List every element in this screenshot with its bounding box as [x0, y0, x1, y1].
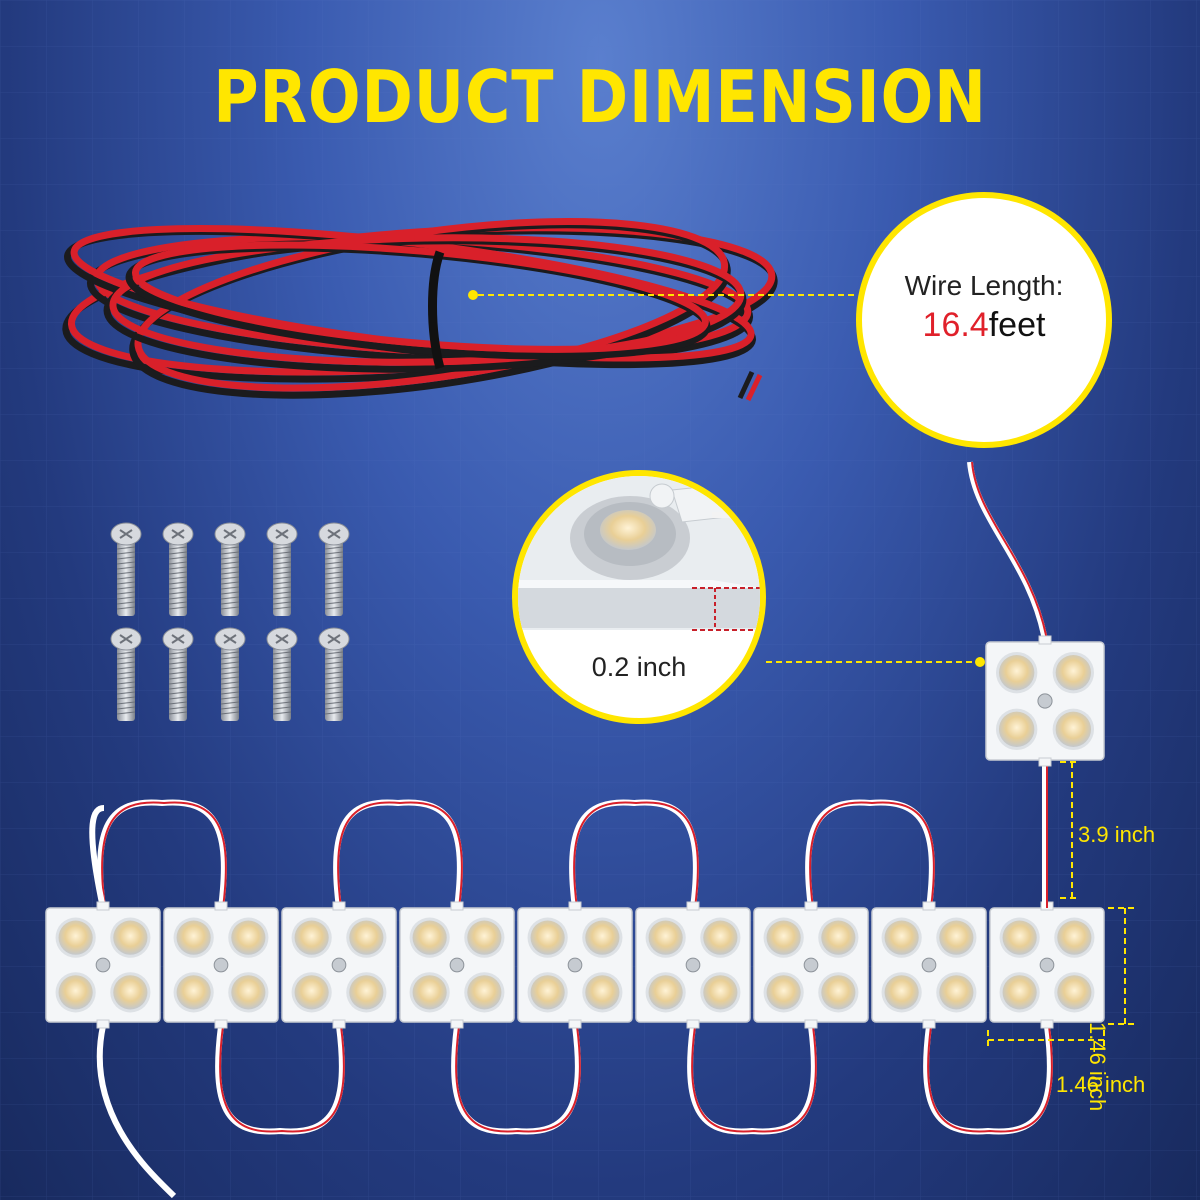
wire-length-number: 16.4 [922, 306, 989, 344]
wire-loop-red [337, 801, 463, 909]
led-module [753, 901, 869, 1029]
screw-hole-icon [1039, 957, 1055, 973]
chain-tail-wire [96, 1025, 177, 1199]
screws-group [110, 522, 350, 721]
module-width-label: 1.46 inch [1056, 1072, 1146, 1097]
chain-head-wire [89, 805, 106, 909]
screw-hole-icon [803, 957, 819, 973]
wire-length-label: Wire Length: [904, 270, 1064, 301]
led-module [281, 901, 397, 1029]
screw-icon [162, 627, 194, 721]
screw-icon [266, 627, 298, 721]
led-module [871, 901, 987, 1029]
spacing-label: 3.9 inch [1078, 822, 1156, 847]
screw-icon [110, 522, 142, 616]
screw-hole-icon [213, 957, 229, 973]
led-module [635, 901, 751, 1029]
dimension-lines [987, 761, 1135, 1050]
wire-loop-red [101, 801, 227, 909]
screw-icon [110, 627, 142, 721]
screw-icon [162, 522, 194, 616]
thickness-label: 0.2 inch [591, 652, 687, 682]
screw-hole-icon [1037, 693, 1053, 709]
wire-coil [62, 218, 858, 402]
led-module [399, 901, 515, 1029]
wire-loop-red [927, 1025, 1053, 1133]
wire-loop-red [809, 801, 935, 909]
wire-loop-red [691, 1025, 817, 1133]
screw-icon [318, 627, 350, 721]
wire-length-unit: feet [988, 306, 1046, 344]
screw-icon [214, 627, 246, 721]
thickness-callout: 0.2 inch [512, 470, 766, 724]
page-title: PRODUCT DIMENSION [213, 55, 987, 139]
thickness-anchor-dot [975, 657, 985, 667]
screw-hole-icon [95, 957, 111, 973]
cable-tie [428, 250, 445, 370]
screw-hole-icon [567, 957, 583, 973]
wire-length-callout: Wire Length: 16.4feet [856, 192, 1112, 448]
wire-loop-red [134, 218, 729, 392]
screw-icon [266, 522, 298, 616]
single-lead-wire [967, 461, 1048, 641]
wire-anchor-dot [468, 290, 478, 300]
single-led-module [766, 461, 1105, 908]
screw-hole-icon [449, 957, 465, 973]
led-module [989, 901, 1105, 1029]
wire-loop-red [131, 241, 709, 353]
screw-icon [318, 522, 350, 616]
led-module-chain [45, 901, 1105, 1029]
screw-icon [214, 522, 246, 616]
led-module [517, 901, 633, 1029]
wire-end-red [745, 373, 763, 402]
wire-loop-red [573, 801, 699, 909]
module-closeup-icon [518, 476, 760, 631]
wire-loop-red [455, 1025, 581, 1133]
led-module-single [985, 635, 1105, 767]
screw-hole-icon [331, 957, 347, 973]
single-lead-wire-red [971, 461, 1048, 641]
wire-loop-red [219, 1025, 345, 1133]
led-module [45, 901, 161, 1029]
screw-hole-icon [685, 957, 701, 973]
led-module [163, 901, 279, 1029]
wire-end-black [737, 370, 755, 400]
wire-length-value: 16.4feet [862, 306, 1106, 345]
screw-hole-icon [921, 957, 937, 973]
module-connecting-wires [89, 799, 1053, 1199]
